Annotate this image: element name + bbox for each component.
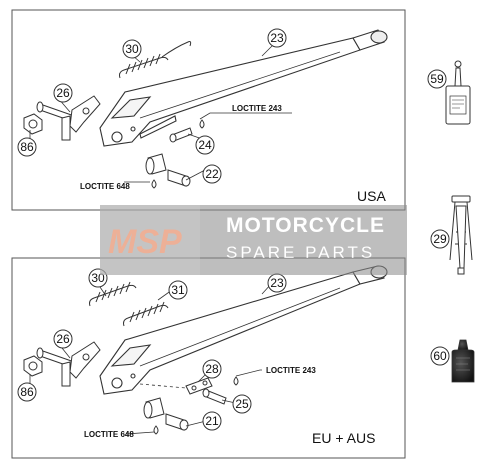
spring-eu-31 bbox=[123, 301, 169, 327]
callout-31-eu: 31 bbox=[168, 280, 188, 300]
svg-text:28: 28 bbox=[205, 362, 219, 376]
side-stand-usa bbox=[99, 29, 388, 147]
spring-eu-30 bbox=[89, 281, 137, 307]
watermark-line2: SPARE PARTS bbox=[226, 243, 375, 262]
callout-60: 60 bbox=[430, 346, 450, 366]
callout-21-eu: 21 bbox=[202, 411, 222, 431]
callout-86-usa: 86 bbox=[17, 137, 37, 157]
callout-26-usa: 26 bbox=[53, 83, 73, 103]
oil-bottle-60 bbox=[451, 339, 475, 383]
svg-text:25: 25 bbox=[235, 397, 249, 411]
svg-text:21: 21 bbox=[205, 414, 219, 428]
nut-eu bbox=[23, 355, 43, 377]
svg-text:30: 30 bbox=[125, 42, 139, 56]
plate-eu bbox=[185, 377, 213, 395]
callout-28-eu: 28 bbox=[202, 359, 222, 379]
watermark: MSP MOTORCYCLE SPARE PARTS bbox=[100, 205, 407, 275]
grease-tool-29 bbox=[449, 195, 473, 275]
callout-25-eu: 25 bbox=[232, 394, 252, 414]
watermark-logo: MSP bbox=[108, 223, 182, 261]
callout-30-usa: 30 bbox=[122, 39, 142, 59]
assembly-dashed-line bbox=[139, 383, 187, 389]
panel-eu-aus-label: EU + AUS bbox=[312, 430, 375, 446]
svg-text:59: 59 bbox=[430, 72, 444, 86]
svg-text:60: 60 bbox=[433, 349, 447, 363]
drop-eu-648 bbox=[153, 425, 159, 435]
callout-86-eu: 86 bbox=[17, 382, 37, 402]
watermark-logo-box bbox=[100, 205, 200, 275]
callout-26-eu: 26 bbox=[53, 329, 73, 349]
callout-29: 29 bbox=[430, 229, 450, 249]
nut-usa bbox=[23, 113, 43, 135]
loctite-648-label-usa: LOCTITE 648 bbox=[80, 182, 130, 191]
screw-usa bbox=[169, 127, 193, 143]
svg-text:86: 86 bbox=[20, 385, 34, 399]
pivot-bolt-usa bbox=[36, 95, 101, 141]
svg-text:24: 24 bbox=[198, 138, 212, 152]
bushing-eu bbox=[143, 397, 189, 431]
drop-usa-648 bbox=[151, 179, 157, 189]
loctite-243-label-usa: LOCTITE 243 bbox=[232, 104, 282, 113]
loctite-648-label-eu: LOCTITE 648 bbox=[84, 430, 134, 439]
svg-text:22: 22 bbox=[205, 167, 219, 181]
loctite-243-label-eu: LOCTITE 243 bbox=[266, 366, 316, 375]
panel-eu-aus: LOCTITE 243 LOCTITE 648 EU + AUS 30 31 2… bbox=[11, 257, 406, 459]
screw-eu bbox=[202, 388, 227, 405]
loctite-bottle-59 bbox=[445, 60, 471, 125]
spring-usa bbox=[119, 41, 192, 79]
callout-22-usa: 22 bbox=[202, 164, 222, 184]
callout-23-eu: 23 bbox=[267, 273, 287, 293]
bushing-usa bbox=[145, 153, 191, 187]
svg-text:26: 26 bbox=[56, 332, 70, 346]
pivot-bolt-eu bbox=[36, 341, 101, 387]
svg-text:23: 23 bbox=[270, 276, 284, 290]
drop-usa-243 bbox=[199, 119, 205, 129]
callout-23-usa: 23 bbox=[267, 28, 287, 48]
svg-text:23: 23 bbox=[270, 31, 284, 45]
svg-text:26: 26 bbox=[56, 86, 70, 100]
svg-text:86: 86 bbox=[20, 140, 34, 154]
callout-24-usa: 24 bbox=[195, 135, 215, 155]
panel-usa: LOCTITE 243 LOCTITE 648 USA 30 23 26 86 … bbox=[11, 9, 406, 211]
svg-text:29: 29 bbox=[433, 232, 447, 246]
svg-text:31: 31 bbox=[171, 283, 185, 297]
side-stand-eu bbox=[99, 265, 388, 395]
drop-eu-243 bbox=[233, 376, 239, 386]
callout-59: 59 bbox=[427, 69, 447, 89]
panel-usa-label: USA bbox=[357, 188, 386, 204]
watermark-line1: MOTORCYCLE bbox=[226, 214, 385, 237]
